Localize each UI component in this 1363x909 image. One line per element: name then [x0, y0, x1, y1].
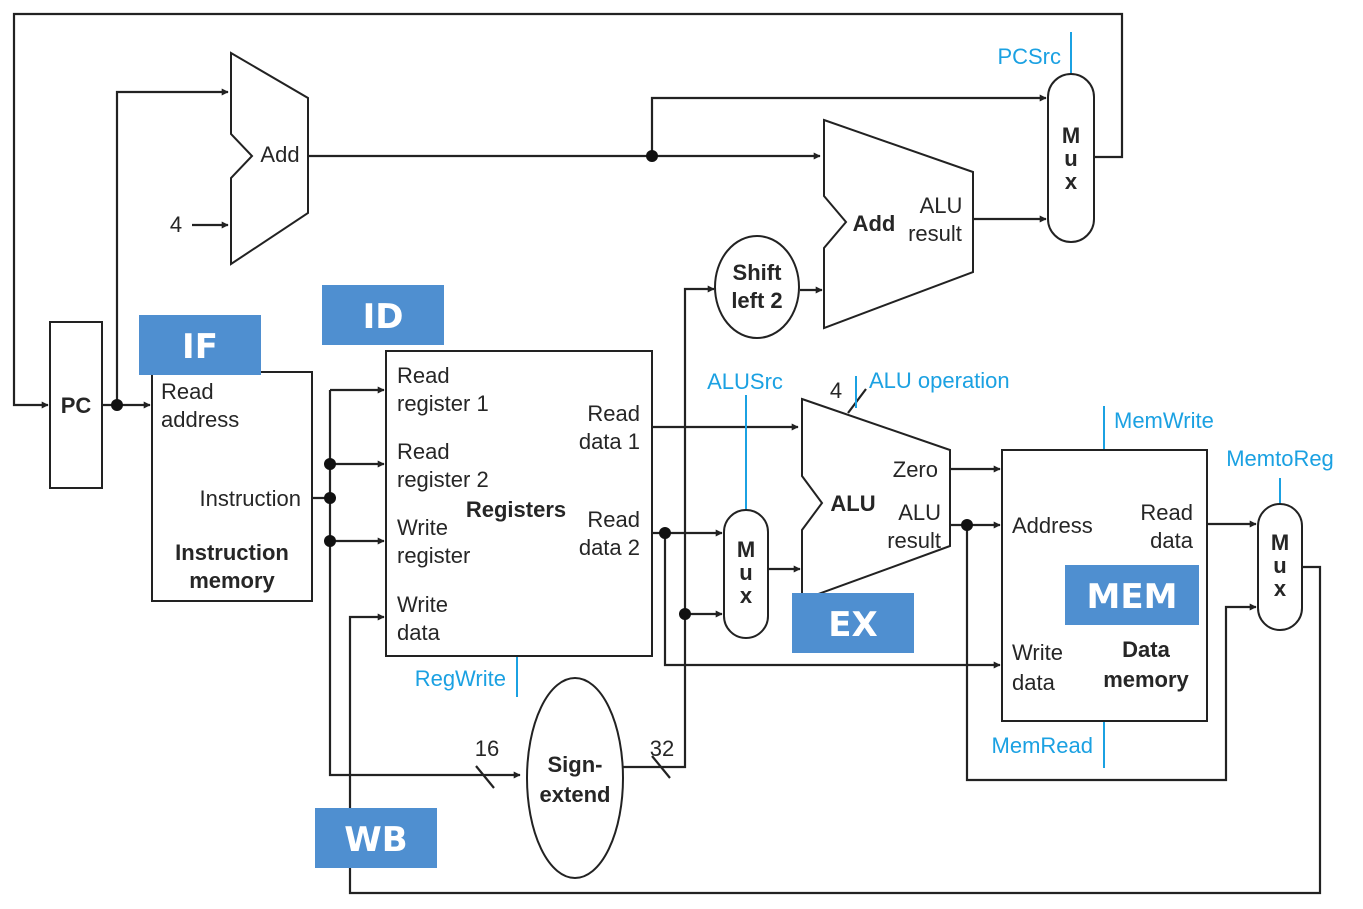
pc-label: PC — [61, 393, 92, 418]
svg-text:register 1: register 1 — [397, 391, 489, 416]
sign-extend: Sign- extend 16 32 — [475, 677, 674, 879]
svg-text:data 1: data 1 — [579, 429, 640, 454]
svg-text:register 2: register 2 — [397, 467, 489, 492]
svg-text:M: M — [1271, 530, 1289, 555]
svg-text:IF: IF — [182, 327, 218, 367]
alusrc-mux: M u x — [723, 509, 769, 639]
alu: ALU Zero ALU result 4 — [801, 378, 951, 602]
register-file: Read register 1 Read register 2 Write re… — [385, 350, 653, 657]
svg-text:Sign-: Sign- — [548, 752, 603, 777]
svg-text:M: M — [1062, 123, 1080, 148]
memread-label: MemRead — [992, 733, 1093, 758]
branch-adder-result-1: ALU — [920, 193, 963, 218]
aluop-label: ALU operation — [869, 368, 1010, 393]
svg-text:MEM: MEM — [1087, 577, 1178, 617]
stage-ex-badge: EX — [792, 593, 914, 653]
svg-text:Read: Read — [161, 379, 214, 404]
branch-adder-result-2: result — [908, 221, 962, 246]
svg-text:WB: WB — [344, 820, 407, 860]
pcsrc-label: PCSrc — [997, 44, 1061, 69]
svg-text:data: data — [1012, 670, 1056, 695]
svg-text:ID: ID — [363, 297, 404, 337]
alu-op-bits: 4 — [830, 378, 842, 403]
wires — [12, 12, 1322, 895]
shift-line-1: Shift — [733, 260, 783, 285]
svg-text:x: x — [1274, 576, 1287, 601]
stage-wb-badge: WB — [315, 808, 437, 868]
stage-mem-badge: MEM — [1065, 565, 1199, 625]
svg-text:register: register — [397, 543, 470, 568]
svg-text:u: u — [1064, 146, 1077, 171]
pcsrc-mux: M u x — [1047, 73, 1095, 243]
svg-text:Address: Address — [1012, 513, 1093, 538]
pc-adder: Add 4 — [170, 51, 309, 266]
branch-adder-label: Add — [853, 211, 896, 236]
control-labels: PCSrc ALUSrc ALU operation MemWrite Memt… — [415, 44, 1334, 758]
control-lines — [516, 32, 1281, 768]
svg-text:u: u — [1273, 553, 1286, 578]
svg-text:Write: Write — [1012, 640, 1063, 665]
svg-text:data: data — [397, 620, 441, 645]
memtoreg-mux: M u x — [1257, 503, 1303, 631]
svg-text:Write: Write — [397, 592, 448, 617]
svg-text:Data: Data — [1122, 637, 1170, 662]
svg-text:Read: Read — [397, 363, 450, 388]
alusrc-label: ALUSrc — [707, 369, 783, 394]
svg-text:data: data — [1150, 528, 1194, 553]
branch-adder: Add ALU result — [823, 118, 974, 330]
stage-id-badge: ID — [322, 285, 444, 345]
svg-text:extend: extend — [540, 782, 611, 807]
pc-adder-label: Add — [260, 142, 299, 167]
svg-text:Instruction: Instruction — [200, 486, 302, 511]
svg-text:memory: memory — [189, 568, 275, 593]
pc-register: PC — [49, 321, 103, 489]
shift-left-2: Shift left 2 — [714, 235, 800, 339]
svg-text:x: x — [1065, 169, 1078, 194]
svg-text:memory: memory — [1103, 667, 1189, 692]
alu-zero: Zero — [893, 457, 938, 482]
memtoreg-label: MemtoReg — [1226, 446, 1334, 471]
sign-extend-in-bits: 16 — [475, 736, 499, 761]
svg-text:Instruction: Instruction — [175, 540, 289, 565]
svg-text:EX: EX — [828, 605, 877, 645]
regwrite-label: RegWrite — [415, 666, 506, 691]
registers-title: Registers — [466, 497, 566, 522]
svg-text:data 2: data 2 — [579, 535, 640, 560]
svg-text:Read: Read — [587, 507, 640, 532]
svg-text:ALU: ALU — [898, 500, 941, 525]
svg-text:result: result — [887, 528, 941, 553]
svg-text:Read: Read — [587, 401, 640, 426]
svg-text:u: u — [739, 560, 752, 585]
stage-if-badge: IF — [139, 315, 261, 375]
junctions — [111, 150, 973, 620]
svg-text:Read: Read — [1140, 500, 1193, 525]
instruction-memory: Read address Instruction Instruction mem… — [151, 371, 313, 602]
constant-four: 4 — [170, 212, 182, 237]
svg-text:M: M — [737, 537, 755, 562]
shift-line-2: left 2 — [731, 288, 782, 313]
svg-text:address: address — [161, 407, 239, 432]
svg-text:x: x — [740, 583, 753, 608]
sign-extend-out-bits: 32 — [650, 736, 674, 761]
alu-label: ALU — [830, 491, 875, 516]
memwrite-label: MemWrite — [1114, 408, 1214, 433]
svg-text:Write: Write — [397, 515, 448, 540]
stage-badges: IF ID EX MEM WB — [139, 285, 1199, 868]
svg-text:Read: Read — [397, 439, 450, 464]
